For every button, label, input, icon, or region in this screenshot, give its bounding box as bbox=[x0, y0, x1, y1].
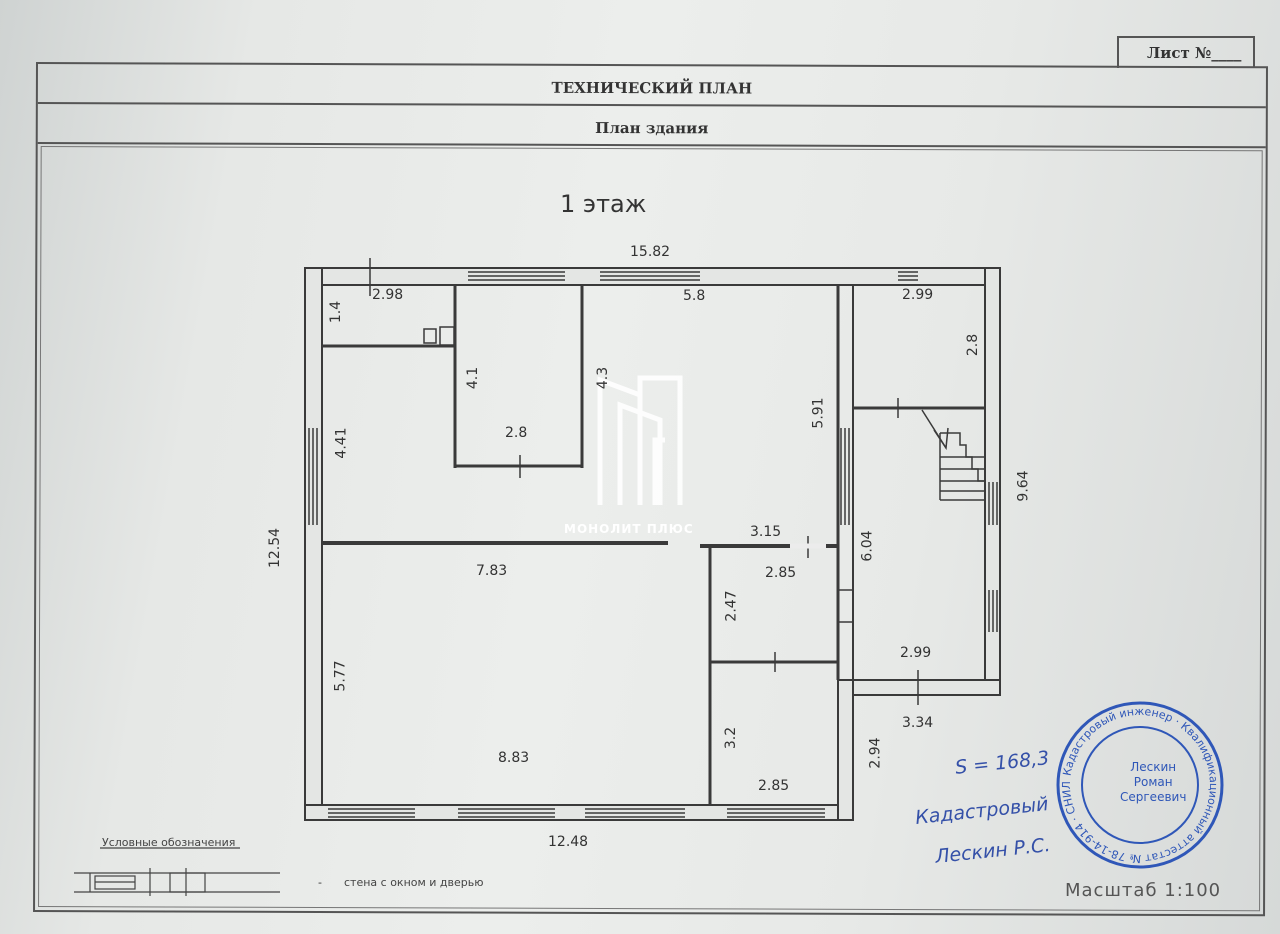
dim-top-total: 15.82 bbox=[630, 244, 671, 260]
dim-3-34: 3.34 bbox=[902, 715, 934, 731]
staircase bbox=[921, 409, 985, 501]
dim-5-8: 5.8 bbox=[683, 288, 706, 304]
sheet-number-label: Лист №____ bbox=[1147, 44, 1242, 62]
dim-left-total: 12.54 bbox=[267, 527, 284, 569]
dim-2-85-bottom: 2.85 bbox=[758, 778, 790, 794]
stamp-ring-text: Кадастровый инженер · Квалификационный а… bbox=[0, 0, 1220, 865]
cadastral-stamp: Кадастровый инженер · Квалификационный а… bbox=[0, 0, 1224, 869]
dim-3-15: 3.15 bbox=[750, 524, 782, 540]
sheet-number-box: Лист №____ bbox=[1117, 36, 1255, 68]
dim-7-83: 7.83 bbox=[476, 563, 508, 579]
scale-label: Масштаб 1:100 bbox=[1065, 880, 1222, 901]
wall-right-step bbox=[837, 679, 1001, 696]
dim-3-2: 3.2 bbox=[723, 726, 740, 750]
dim-2-99-top: 2.99 bbox=[902, 287, 934, 303]
dim-2-99-bottom: 2.99 bbox=[900, 645, 932, 661]
legend-dash: - bbox=[318, 876, 322, 889]
dim-bottom-total: 12.48 bbox=[548, 834, 589, 850]
svg-text:Кадастровый инженер · Квалифик: Кадастровый инженер · Квалификационный а… bbox=[0, 0, 1220, 865]
wall-right-lower bbox=[837, 679, 854, 821]
dim-1-4: 1.4 bbox=[328, 300, 345, 324]
stamp-line3: Сергеевич bbox=[1120, 790, 1187, 804]
dim-8-83: 8.83 bbox=[498, 750, 530, 766]
dim-4-41: 4.41 bbox=[333, 427, 350, 459]
watermark-logo bbox=[597, 375, 683, 505]
dim-2-94: 2.94 bbox=[867, 737, 884, 769]
dim-6-04: 6.04 bbox=[859, 530, 876, 562]
legend-title: Условные обозначения bbox=[102, 836, 236, 849]
stamp-name: Лескин Роман Сергеевич bbox=[1120, 760, 1186, 805]
dim-2-98: 2.98 bbox=[372, 287, 404, 303]
dim-5-91: 5.91 bbox=[810, 397, 827, 429]
legend-text: стена с окном и дверью bbox=[344, 876, 484, 889]
dim-2-8-right: 2.8 bbox=[965, 333, 982, 357]
dim-2-8-inner: 2.8 bbox=[505, 425, 528, 441]
stamp-line1: Лескин bbox=[1130, 760, 1177, 774]
dim-right-total: 9.64 bbox=[1015, 470, 1032, 502]
dim-2-85-mid: 2.85 bbox=[765, 565, 797, 581]
stamp-line2: Роман bbox=[1133, 775, 1173, 789]
dim-4-1: 4.1 bbox=[465, 366, 482, 390]
dim-5-77: 5.77 bbox=[332, 660, 349, 692]
floor-label: 1 этаж bbox=[560, 190, 647, 218]
dim-4-3: 4.3 bbox=[595, 366, 612, 390]
dim-2-47: 2.47 bbox=[723, 590, 740, 622]
watermark-text: МОНОЛИТ ПЛЮС bbox=[564, 522, 694, 536]
wall-left bbox=[304, 267, 323, 821]
legend-symbol bbox=[74, 847, 280, 896]
